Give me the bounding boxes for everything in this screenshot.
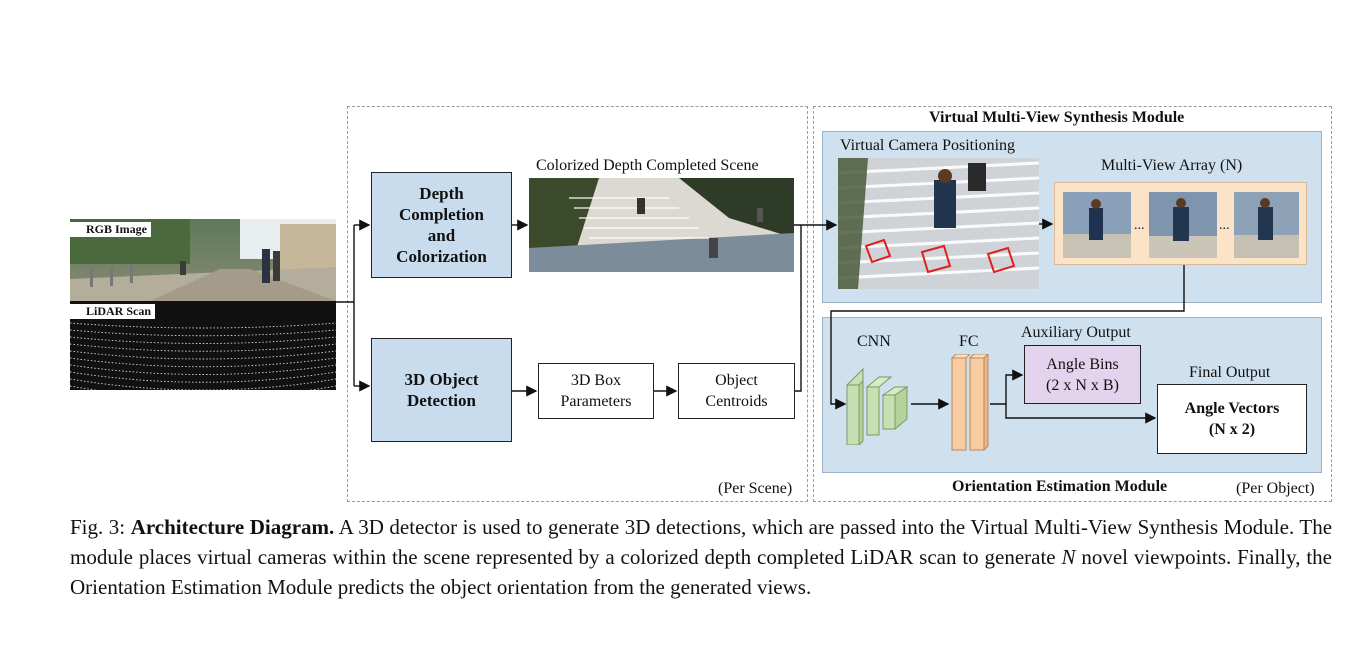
camera-positioning-label: Virtual Camera Positioning [840, 137, 1016, 154]
angle-bins-box: Angle Bins (2 x N x B) [1024, 345, 1141, 404]
per-scene-container [347, 106, 808, 502]
multi-view-array-label: Multi-View Array (N) [1101, 157, 1243, 174]
view-thumbnail-2 [1149, 192, 1217, 258]
object-centroids-box: Object Centroids [678, 363, 795, 419]
per-object-container [813, 106, 1332, 502]
view-thumbnail-3 [1234, 192, 1299, 258]
caption-bold: Architecture Diagram. [130, 515, 335, 539]
lidar-scan-label: LiDAR Scan [70, 304, 156, 319]
synthesis-title: Virtual Multi-View Synthesis Module [929, 109, 1185, 126]
box-parameters-box: 3D Box Parameters [538, 363, 654, 419]
caption-text-b: novel viewpoints. Finally, the Orientati… [70, 545, 1332, 599]
view-thumbnail-1 [1063, 192, 1131, 258]
colorized-scene-label: Colorized Depth Completed Scene [536, 157, 759, 174]
cnn-label: CNN [857, 333, 891, 350]
auxiliary-output-label: Auxiliary Output [1021, 324, 1131, 341]
orientation-title: Orientation Estimation Module [952, 478, 1168, 495]
depth-completion-box: Depth Completion and Colorization [371, 172, 512, 278]
ellipsis-2: ... [1219, 218, 1230, 233]
colorized-scene-image [529, 178, 794, 272]
camera-positioning-image [838, 158, 1039, 289]
object-detection-label: 3D Object Detection [404, 370, 479, 410]
per-object-footer: (Per Object) [1236, 480, 1315, 497]
object-centroids-label: Object Centroids [705, 372, 768, 410]
fc-block [950, 352, 990, 452]
final-output-label: Final Output [1189, 364, 1271, 381]
figure-caption: Fig. 3: Architecture Diagram. A 3D detec… [70, 512, 1332, 602]
depth-completion-label: Depth Completion and Colorization [396, 184, 487, 266]
fc-label: FC [959, 333, 979, 350]
caption-italic: N [1061, 545, 1076, 569]
rgb-image [70, 219, 336, 301]
cnn-block [845, 355, 911, 447]
angle-vectors-box: Angle Vectors (N x 2) [1157, 384, 1307, 454]
angle-vectors-label: Angle Vectors (N x 2) [1184, 400, 1280, 438]
ellipsis-1: ... [1134, 218, 1145, 233]
box-parameters-label: 3D Box Parameters [560, 372, 632, 410]
caption-prefix: Fig. 3: [70, 515, 131, 539]
rgb-image-label: RGB Image [70, 222, 151, 237]
caption-text-a: A 3D detector is used to generate 3D det… [70, 515, 1333, 569]
object-detection-box: 3D Object Detection [371, 338, 512, 442]
per-scene-footer: (Per Scene) [718, 480, 793, 497]
angle-bins-label: Angle Bins (2 x N x B) [1046, 355, 1119, 394]
